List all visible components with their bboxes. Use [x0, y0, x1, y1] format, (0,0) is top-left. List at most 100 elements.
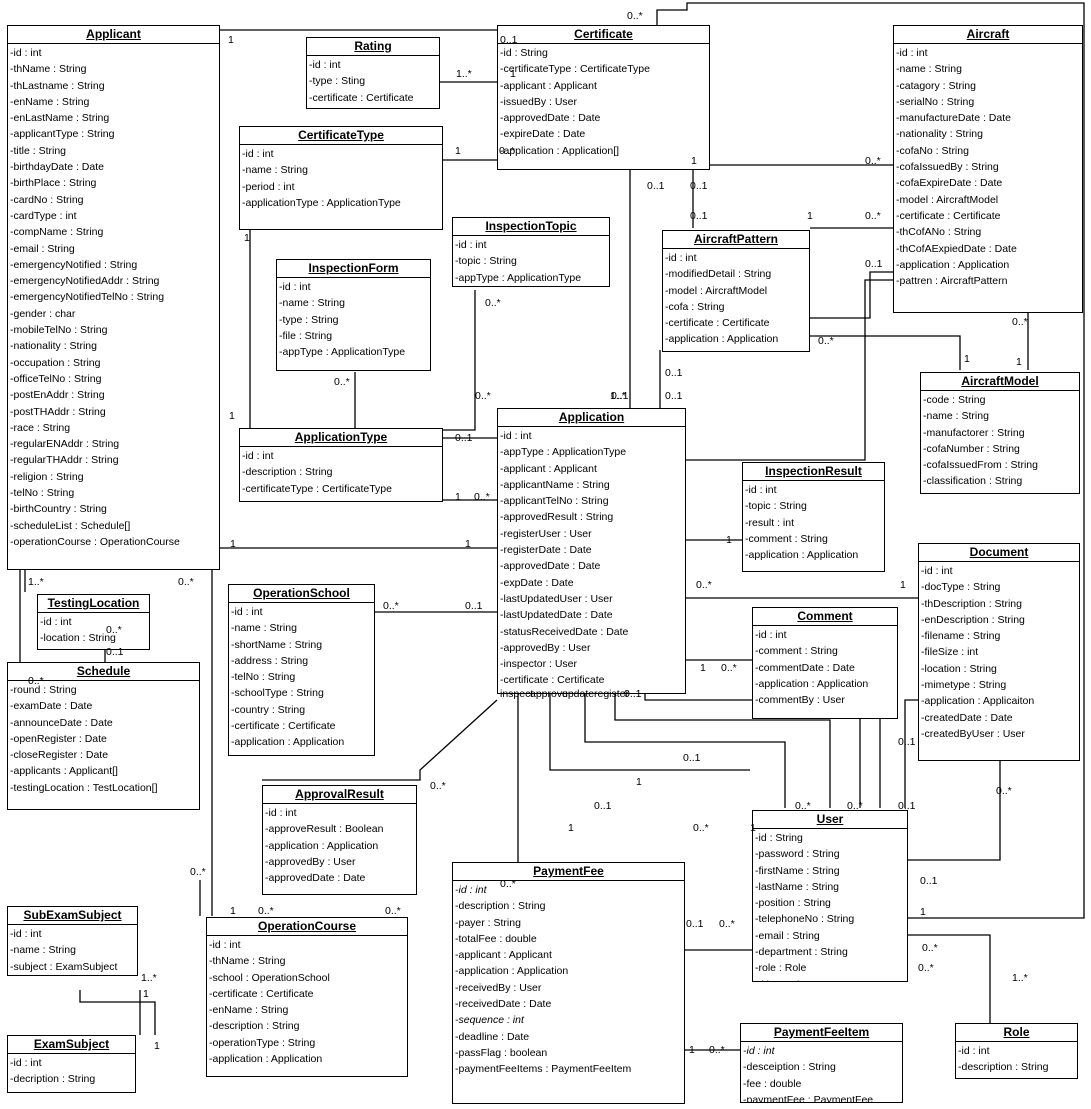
attribute-list: -id : int-decription : String: [8, 1054, 135, 1089]
attribute: -fee : double: [743, 1077, 802, 1090]
class-aircraftpattern: AircraftPattern-id : int-modifiedDetail …: [662, 230, 810, 352]
attribute: -pattren : AircraftPattern: [896, 275, 1008, 288]
multiplicity-label: 0..*: [719, 918, 735, 930]
attribute: -cofaNumber : String: [923, 442, 1020, 455]
multiplicity-label: 0..*: [475, 390, 491, 402]
multiplicity-label: 0..1: [665, 390, 683, 402]
attribute: -operationCourse : OperationCourse: [10, 535, 180, 548]
multiplicity-label: 0..*: [865, 155, 881, 167]
attribute: -id : String: [755, 832, 803, 844]
attribute: -approvedResult : String: [500, 511, 614, 524]
attribute: -emergencyNotifiedTelNo : String: [10, 291, 165, 304]
class-subexamsubject: SubExamSubject-id : int-name : String-su…: [7, 906, 138, 976]
attribute: -registerUser : User: [500, 527, 592, 540]
class-testinglocation: TestingLocation-id : int-location : Stri…: [37, 594, 150, 650]
attribute: -id : int: [755, 629, 787, 641]
attribute: -paymentFeeItems : PaymentFeeItem: [455, 1063, 632, 1076]
attribute: -appType : ApplicationType: [455, 271, 582, 284]
attribute: -nationality : String: [10, 340, 97, 353]
class-name: Rating: [307, 38, 439, 56]
attribute: -title : String: [755, 977, 905, 981]
attribute: -application : Application: [231, 736, 345, 749]
attribute: -applicant : Applicant: [500, 79, 597, 92]
attribute: -expDate : Date: [500, 576, 574, 589]
attribute: -approveResult : Boolean: [265, 823, 384, 836]
attribute: -commentBy : User: [755, 694, 845, 707]
multiplicity-label: 0..1: [624, 688, 642, 700]
attribute: -closeRegister : Date: [10, 749, 109, 762]
attribute: -enName : String: [10, 95, 90, 108]
attribute-list: -id : int-name : String-shortName : Stri…: [229, 603, 374, 752]
multiplicity-label: 1: [230, 538, 236, 550]
attribute: -inspector : User: [500, 658, 578, 671]
attribute: -lastUpdatedUser : User: [500, 592, 613, 605]
attribute-list: -id : int-name : String-catagory : Strin…: [894, 44, 1082, 290]
attribute: -id : int: [10, 928, 42, 940]
attribute-list: -id : int-type : Sting-certificate : Cer…: [307, 56, 439, 107]
class-comment: Comment-id : int-comment : String-commen…: [752, 607, 898, 719]
attribute: -receivedDate : Date: [455, 998, 552, 1011]
multiplicity-label: 0..*: [485, 297, 501, 309]
multiplicity-label: 1: [964, 353, 970, 365]
multiplicity-label: 0..*: [499, 145, 515, 157]
class-document: Document-id : int-docType : String-thDes…: [918, 543, 1080, 761]
attribute: -id : int: [921, 565, 953, 577]
attribute: -classification : String: [923, 475, 1023, 488]
multiplicity-label: 0..*: [430, 780, 446, 792]
attribute: -application : Applicaiton: [921, 695, 1035, 708]
attribute: -expireDate : Date: [500, 128, 586, 141]
attribute: -operationType : String: [209, 1036, 316, 1049]
attribute: -statusReceivedDate : Date: [500, 625, 629, 638]
class-inspectionform: InspectionForm-id : int-name : String-ty…: [276, 259, 431, 371]
attribute: -cofaIssuedFrom : String: [923, 459, 1038, 472]
attribute: -certificate : Certificate: [896, 209, 1001, 222]
attribute: -approvedBy : User: [500, 641, 591, 654]
multiplicity-label: 0..1: [647, 180, 665, 192]
multiplicity-label: 1: [244, 232, 250, 244]
attribute: -commentDate : Date: [755, 661, 855, 674]
attribute: -description : String: [958, 1061, 1049, 1074]
multiplicity-label: 1: [691, 155, 697, 167]
attribute: -application : Application: [665, 333, 779, 346]
attribute: -id : int: [10, 47, 42, 59]
multiplicity-label: 0..*: [500, 878, 516, 890]
class-name: CertificateType: [240, 127, 442, 145]
multiplicity-label: 1: [689, 1044, 695, 1056]
class-inspectiontopic: InspectionTopic-id : int-topic : String-…: [452, 217, 610, 287]
attribute: -lastName : String: [755, 880, 840, 893]
attribute: -id : int: [10, 1057, 42, 1069]
multiplicity-label: 1: [229, 410, 235, 422]
attribute: -gender : char: [10, 307, 76, 320]
class-application: Application-id : int-appType : Applicati…: [497, 408, 686, 694]
attribute: -thCofAExpiedDate : Date: [896, 242, 1017, 255]
attribute: -occupation : String: [10, 356, 101, 369]
attribute: -createdDate : Date: [921, 711, 1013, 724]
multiplicity-label: 1: [568, 822, 574, 834]
multiplicity-label: 1: [455, 145, 461, 157]
multiplicity-label: 1..*: [456, 68, 472, 80]
attribute: -certificate : Certificate: [665, 317, 770, 330]
attribute-list: -id : int-comment : String-commentDate :…: [753, 626, 897, 709]
attribute: -code : String: [923, 394, 986, 406]
attribute: -certificate : Certificate: [500, 674, 605, 687]
attribute: -deadline : Date: [455, 1030, 530, 1043]
attribute: -approvedDate : Date: [265, 872, 366, 885]
multiplicity-label: 0..*: [385, 905, 401, 917]
multiplicity-label: 0..*: [334, 376, 350, 388]
multiplicity-label: 0..*: [918, 962, 934, 974]
attribute: -nationality : String: [896, 128, 983, 141]
attribute-list: -id : int-modifiedDetail : String-model …: [663, 249, 809, 349]
attribute: -thLastname : String: [10, 79, 105, 92]
class-name: OperationCourse: [207, 918, 407, 936]
attribute: -lastUpdatedDate : Date: [500, 609, 613, 622]
attribute-list: -id : int-name : String-type : String-fi…: [277, 278, 430, 361]
multiplicity-label: 0..1: [898, 800, 916, 812]
attribute: -thName : String: [209, 955, 286, 968]
attribute: -filename : String: [921, 630, 1001, 643]
multiplicity-label: 0..*: [922, 942, 938, 954]
attribute: -type : String: [279, 313, 339, 326]
attribute: -address : String: [231, 654, 309, 667]
attribute-list: -id : String-password : String-firstName…: [753, 829, 907, 981]
multiplicity-label: 0..*: [865, 210, 881, 222]
